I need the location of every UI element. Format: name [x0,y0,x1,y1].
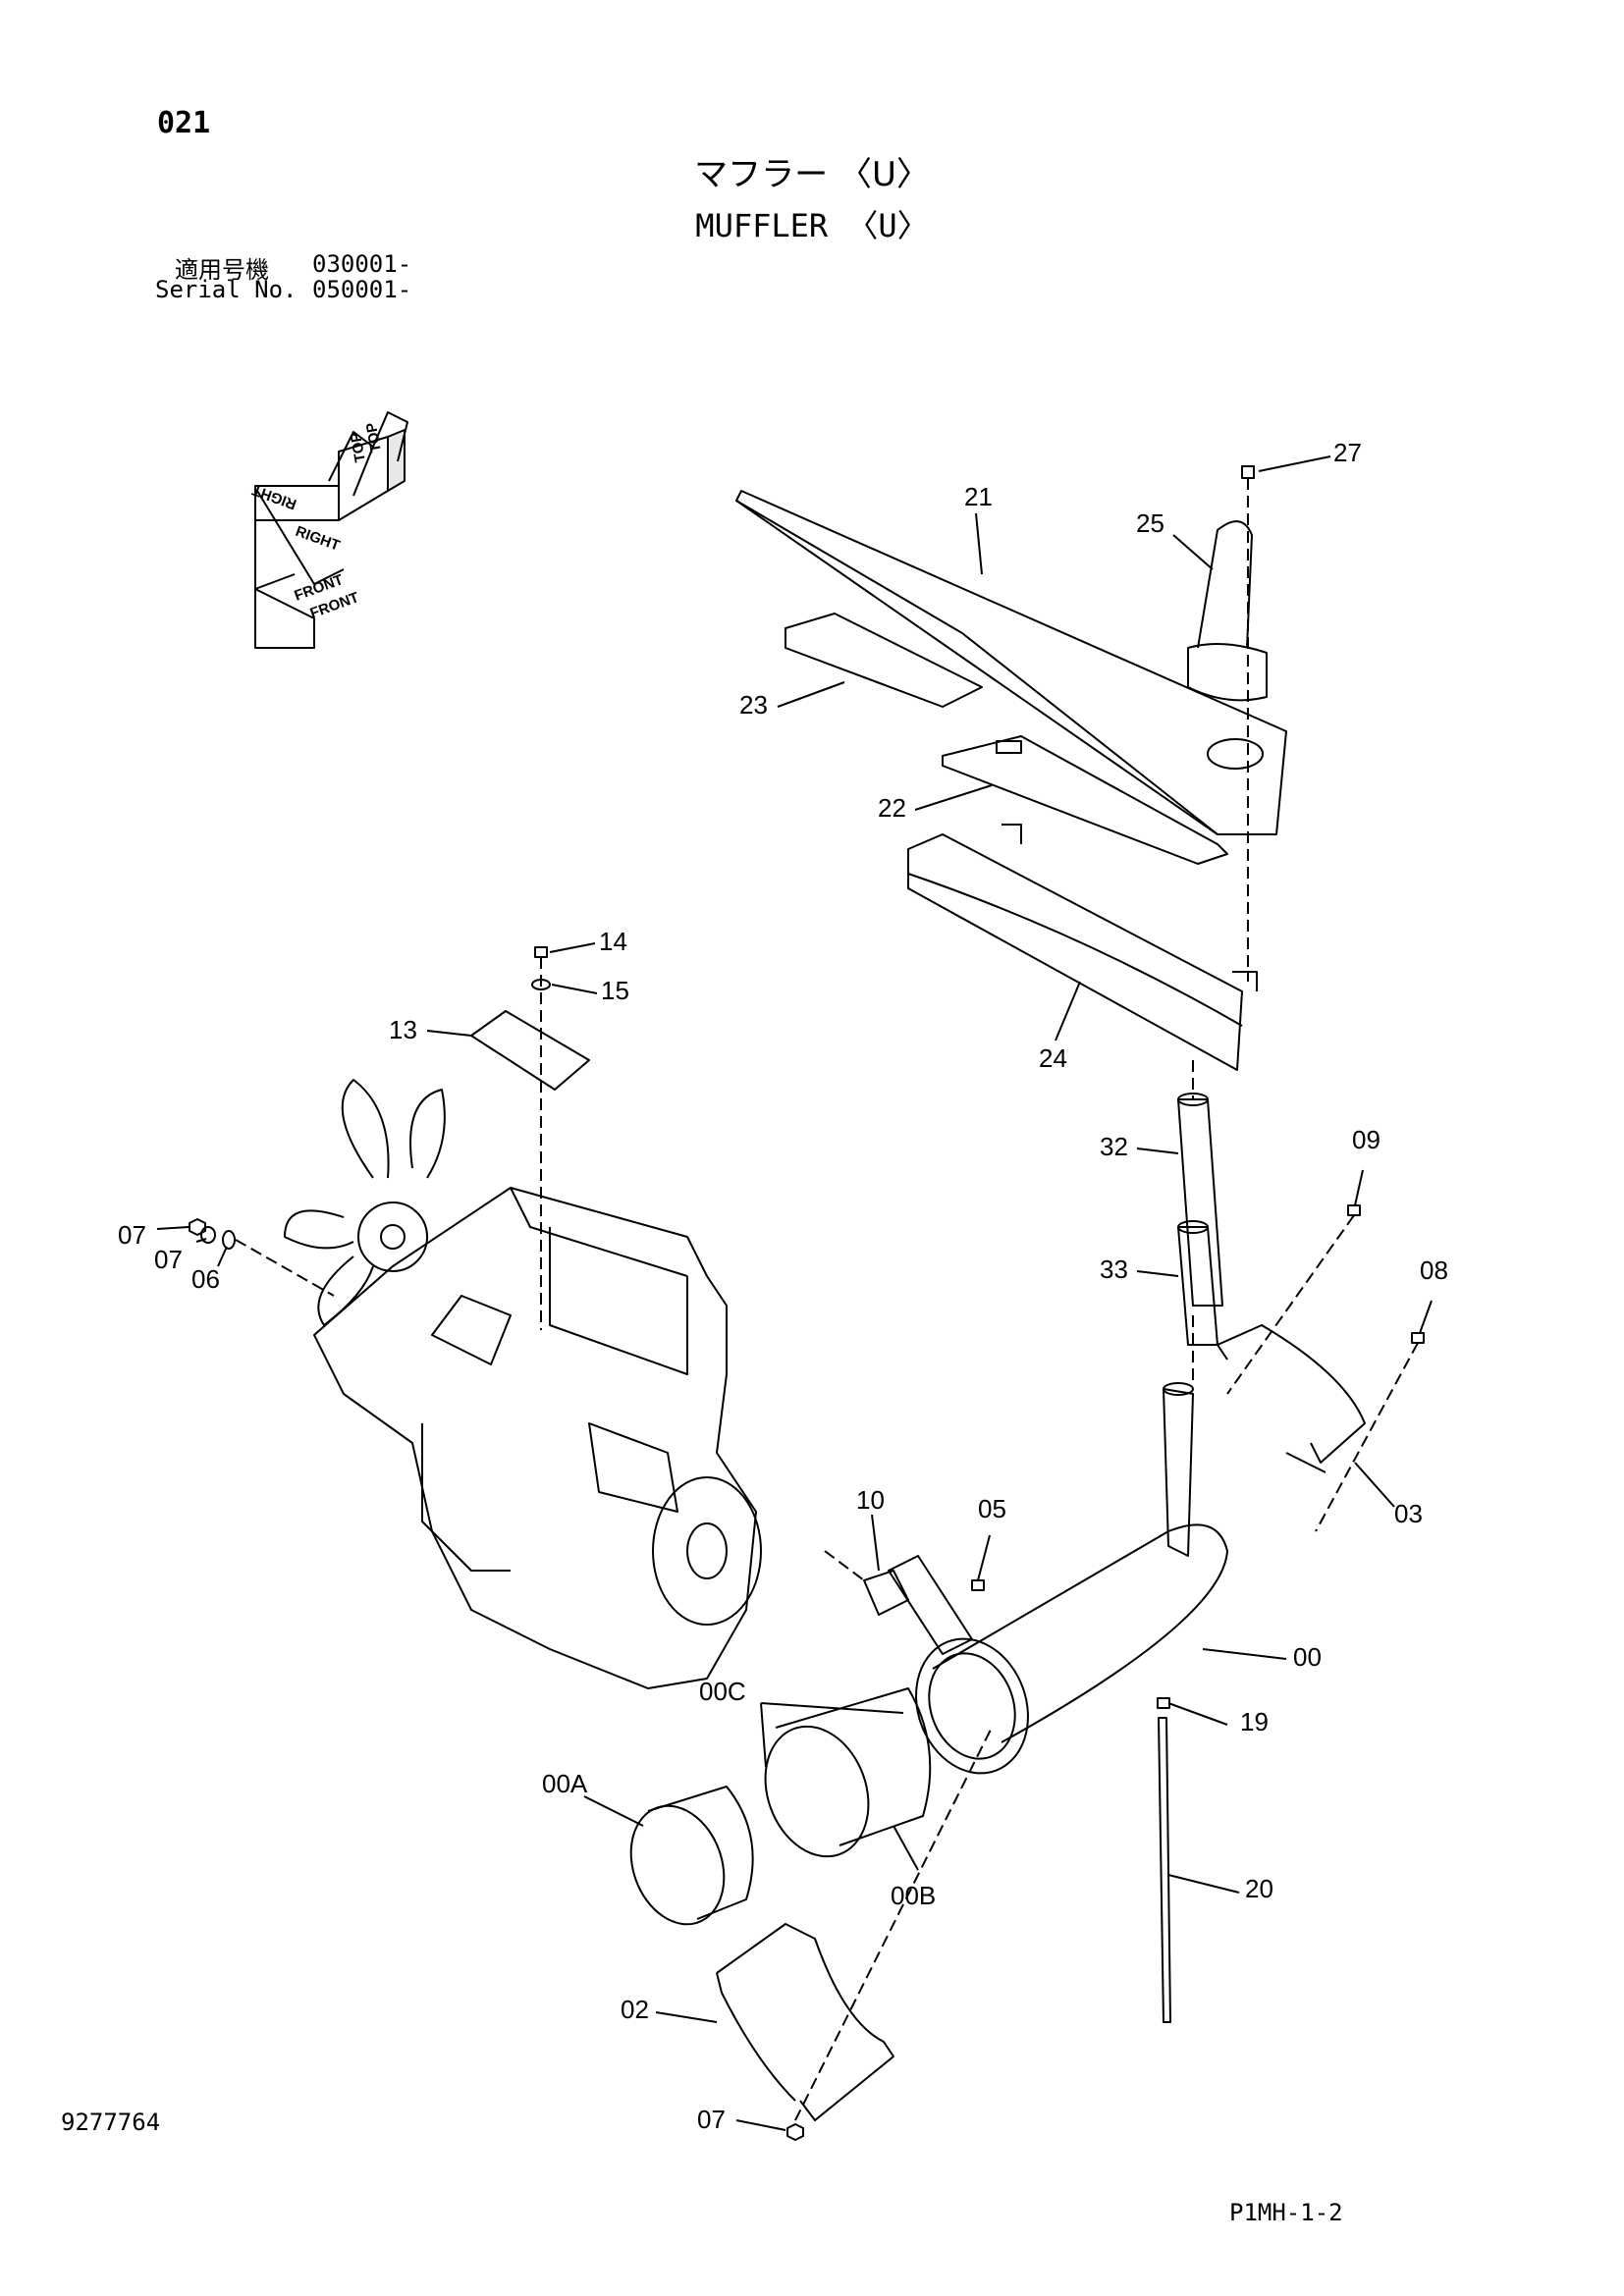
label-33: 33 [1100,1255,1128,1284]
engine-assembly [284,1079,762,1689]
part-33-pipe [1177,1220,1218,1346]
part-22-bracket [942,735,1228,865]
label-20: 20 [1245,1874,1273,1903]
part-15-washer [531,979,551,990]
part-labels: 27 21 25 23 22 24 14 15 13 32 09 33 08 0… [118,438,1448,2134]
orientation-text-top-2: TOP [363,421,385,454]
part-06-washer [222,1230,236,1250]
part-25-exhaust-cap [1187,520,1268,702]
label-25: 25 [1136,508,1164,538]
label-05: 05 [978,1494,1006,1523]
label-22: 22 [878,793,906,823]
part-21-cover-plate [735,490,1287,835]
serial-jp-value: 030001- [312,250,412,278]
part-03-clamp [1217,1324,1366,1473]
serial-en-value: 050001- [312,276,412,303]
label-27: 27 [1333,438,1362,467]
part-14-bolt [534,946,548,1330]
label-19: 19 [1240,1707,1269,1736]
part-08-bolt [1411,1332,1425,1344]
page-title-en: MUFFLER 〈U〉 [695,207,929,244]
leader-lines [156,455,1433,2131]
part-00c-inner-tube [764,1687,932,1858]
label-00: 00 [1293,1642,1322,1672]
part-09-bolt [1347,1204,1361,1216]
part-27-bolt [1241,465,1255,982]
label-07-upper: 07 [118,1220,146,1250]
label-02: 02 [621,1995,649,2024]
label-24: 24 [1039,1043,1067,1073]
part-32-pipe [1177,1093,1223,1307]
serial-en-label: Serial No. [155,276,298,303]
orientation-text-top-1: TOP [348,431,369,463]
part-07-nut-upper [189,1218,206,1236]
part-05-bolt [971,1579,985,1591]
label-15: 15 [601,976,629,1005]
page-title-jp: マフラー 〈U〉 [694,155,930,194]
part-20-rod [1158,1717,1171,2023]
part-23-strip [785,613,983,708]
orientation-icon: TOP TOP RIGHT RIGHT FRONT FRONT [250,411,408,649]
part-00-muffler [888,1382,1228,1775]
part-10-gasket [863,1570,909,1616]
part-00a-end-cap [629,1786,754,1926]
part-07-nut-lower [786,2123,804,2141]
label-03: 03 [1394,1499,1423,1528]
serial-jp-label: 適用号機 [175,256,269,284]
label-14: 14 [599,927,627,956]
part-07-nut-middle [200,1226,216,1244]
part-02-clamp [716,1923,894,2121]
part-24-bracket [907,824,1258,1071]
page-number: 021 [157,106,211,140]
label-09: 09 [1352,1125,1380,1154]
label-32: 32 [1100,1132,1128,1161]
label-21: 21 [964,482,993,511]
label-07-lower: 07 [697,2105,726,2134]
label-06: 06 [191,1264,220,1294]
label-13: 13 [389,1015,417,1044]
part-19-bolt [1157,1697,1170,1709]
part-13-plate [470,1010,590,1091]
page-code: P1MH-1-2 [1229,2199,1343,2226]
label-00a: 00A [542,1769,588,1798]
label-00b: 00B [891,1881,936,1910]
label-23: 23 [739,690,768,720]
orientation-text-right-2: RIGHT [294,523,343,555]
document-id: 9277764 [61,2109,161,2136]
label-10: 10 [856,1485,885,1515]
label-07-middle: 07 [154,1245,183,1274]
label-00c: 00C [699,1677,746,1706]
label-08: 08 [1420,1255,1448,1285]
